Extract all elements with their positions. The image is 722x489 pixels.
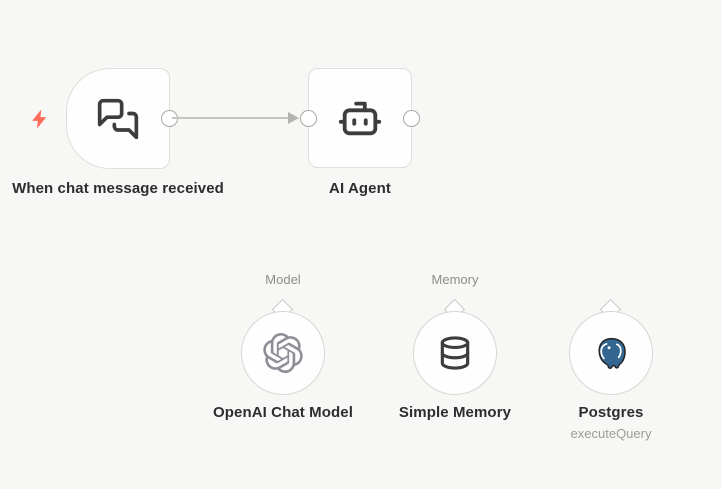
agent-input-port[interactable] — [300, 110, 317, 127]
memory-node-label: Simple Memory — [398, 404, 512, 421]
memory-port-label: Memory — [431, 272, 479, 287]
node-chat-trigger[interactable] — [66, 68, 170, 169]
openai-logo-icon — [263, 333, 303, 373]
robot-icon — [337, 95, 383, 141]
postgres-operation-label: executeQuery — [570, 426, 652, 441]
chat-messages-icon — [96, 97, 140, 141]
trigger-bolt-icon — [30, 109, 50, 129]
model-port-label: Model — [265, 272, 301, 287]
node-openai-chat-model[interactable] — [241, 311, 325, 395]
node-simple-memory[interactable] — [413, 311, 497, 395]
agent-node-label: AI Agent — [329, 180, 391, 197]
node-ai-agent[interactable] — [308, 68, 412, 168]
agent-output-port[interactable] — [403, 110, 420, 127]
openai-node-label: OpenAI Chat Model — [212, 404, 354, 421]
connection-arrowhead-icon — [288, 112, 299, 124]
database-icon — [436, 334, 474, 372]
node-postgres[interactable] — [569, 311, 653, 395]
connection-trigger-to-agent[interactable] — [172, 117, 294, 119]
postgresql-elephant-icon — [593, 335, 630, 372]
trigger-node-label: When chat message received — [12, 180, 224, 197]
postgres-node-label: Postgres — [578, 404, 644, 421]
